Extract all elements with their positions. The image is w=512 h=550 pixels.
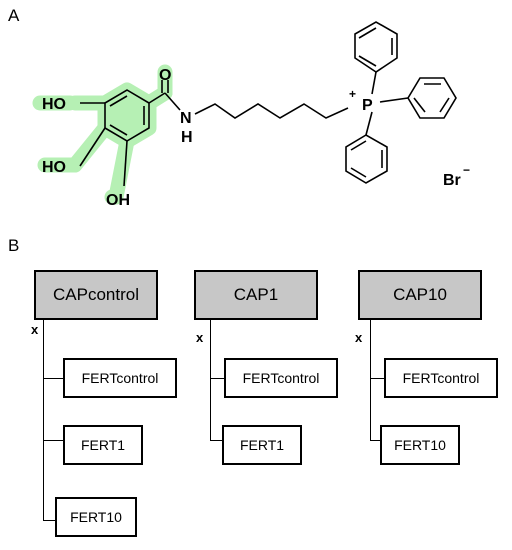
tree-branch [43, 520, 55, 521]
p-charge: + [349, 87, 356, 101]
tree-branch [210, 440, 222, 441]
tree-branch [43, 378, 63, 379]
tree-trunk [210, 320, 211, 440]
subgroup-fertcontrol: FERTcontrol [224, 358, 338, 398]
atom-ho-mid: HO [42, 159, 66, 176]
panel-a-label: A [8, 6, 20, 25]
tree-branch [43, 440, 63, 441]
cross-symbol: x [31, 322, 39, 337]
atom-ho-top: HO [42, 96, 66, 113]
cross-symbol: x [355, 330, 363, 345]
group-header-cap10: CAP10 [358, 270, 482, 320]
group-header-capcontrol: CAPcontrol [34, 270, 158, 320]
atom-bromide: Br [443, 172, 461, 189]
atom-oh-bottom: OH [106, 192, 130, 209]
cross-symbol: x [196, 330, 204, 345]
subgroup-fert10: FERT10 [380, 425, 460, 465]
bond-skeleton [79, 71, 409, 187]
atom-phosphorus: P [362, 97, 373, 114]
group-header-cap1: CAP1 [194, 270, 318, 320]
br-charge: − [463, 163, 470, 177]
subgroup-fert1: FERT1 [63, 425, 143, 465]
tree-branch [210, 378, 224, 379]
subgroup-fertcontrol: FERTcontrol [384, 358, 498, 398]
tree-trunk [370, 320, 371, 440]
atom-hydrogen: H [181, 129, 193, 146]
tree-branch [370, 440, 380, 441]
subgroup-fert10: FERT10 [55, 497, 137, 537]
panel-b-label: B [8, 236, 20, 255]
gallol-highlight [32, 64, 173, 205]
atom-oxygen: O [159, 67, 171, 84]
phenyl-rings [345, 21, 457, 184]
subgroup-fertcontrol: FERTcontrol [63, 358, 177, 398]
tree-branch [370, 378, 384, 379]
subgroup-fert1: FERT1 [222, 425, 302, 465]
tree-trunk [43, 320, 44, 520]
atom-nitrogen: N [180, 110, 192, 127]
gallic-acid-tpp-structure: HO HO OH O N H + P Br − [32, 21, 470, 209]
